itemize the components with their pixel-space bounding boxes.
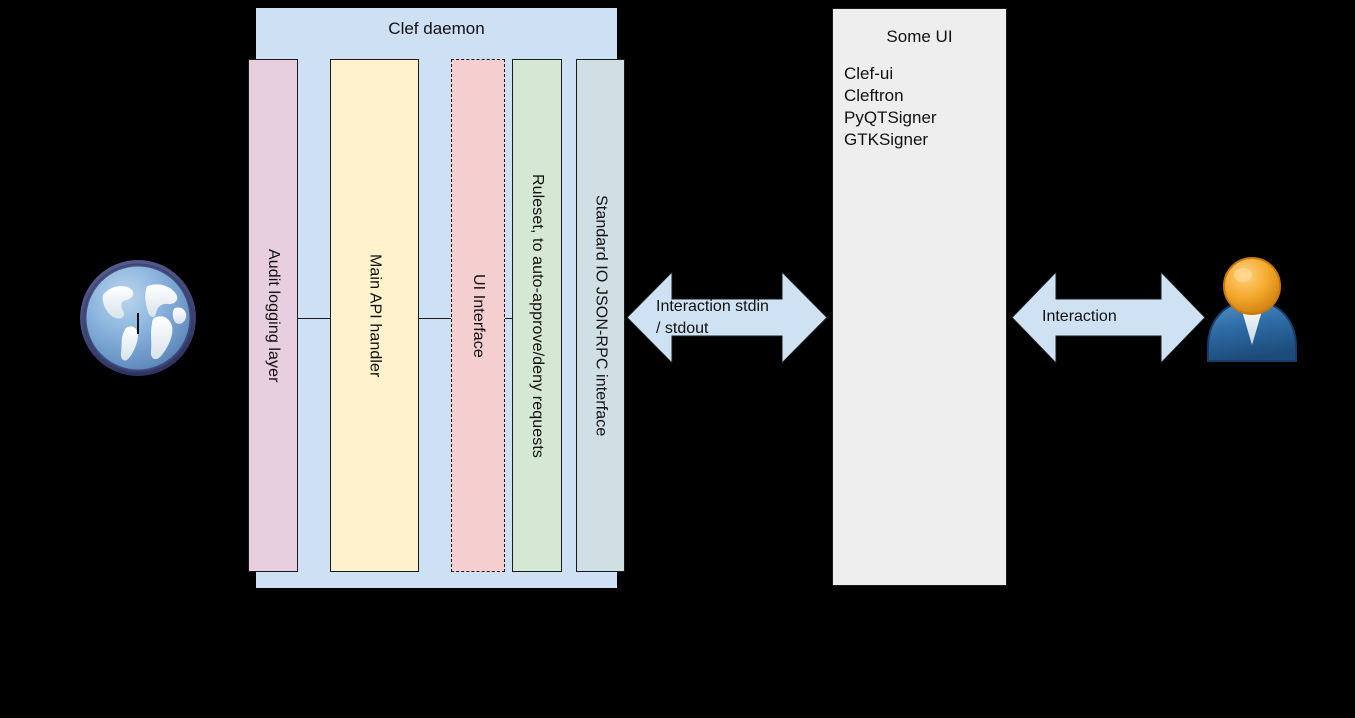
interaction-arrow: Interaction bbox=[1012, 272, 1205, 363]
some-ui-list: Clef-ui Cleftron PyQTSigner GTKSigner bbox=[844, 63, 937, 151]
box-main-api-handler[interactable]: Main API handler bbox=[330, 59, 419, 572]
clef-daemon-title: Clef daemon bbox=[388, 19, 485, 38]
box-label: UI Interface bbox=[470, 273, 487, 358]
box-audit-logging-layer[interactable]: Audit logging layer bbox=[248, 59, 298, 572]
list-item: Clef-ui bbox=[844, 64, 894, 83]
list-item: PyQTSigner bbox=[844, 108, 937, 127]
globe-icon bbox=[76, 256, 200, 380]
box-label: Ruleset, to auto-approve/deny requests bbox=[529, 173, 546, 458]
connector-line bbox=[298, 318, 330, 319]
stdin-stdout-arrow: Interaction stdin / stdout bbox=[627, 272, 827, 363]
connector-line bbox=[504, 318, 513, 319]
box-ruleset[interactable]: Ruleset, to auto-approve/deny requests bbox=[512, 59, 562, 572]
clef-daemon-container bbox=[256, 8, 617, 588]
some-ui-container[interactable]: Some UI Clef-ui Cleftron PyQTSigner GTKS… bbox=[832, 8, 1007, 586]
list-item: Cleftron bbox=[844, 86, 904, 105]
user-icon bbox=[1200, 253, 1304, 367]
box-standard-io-json-rpc[interactable]: Standard IO JSON-RPC interface bbox=[576, 59, 625, 572]
box-ui-interface[interactable]: UI Interface bbox=[451, 59, 505, 572]
list-item: GTKSigner bbox=[844, 130, 929, 149]
connector-line bbox=[419, 318, 452, 319]
box-label: Standard IO JSON-RPC interface bbox=[592, 194, 610, 437]
box-label: Main API handler bbox=[366, 253, 384, 378]
box-label: Audit logging layer bbox=[265, 248, 282, 383]
some-ui-title: Some UI bbox=[886, 27, 953, 46]
